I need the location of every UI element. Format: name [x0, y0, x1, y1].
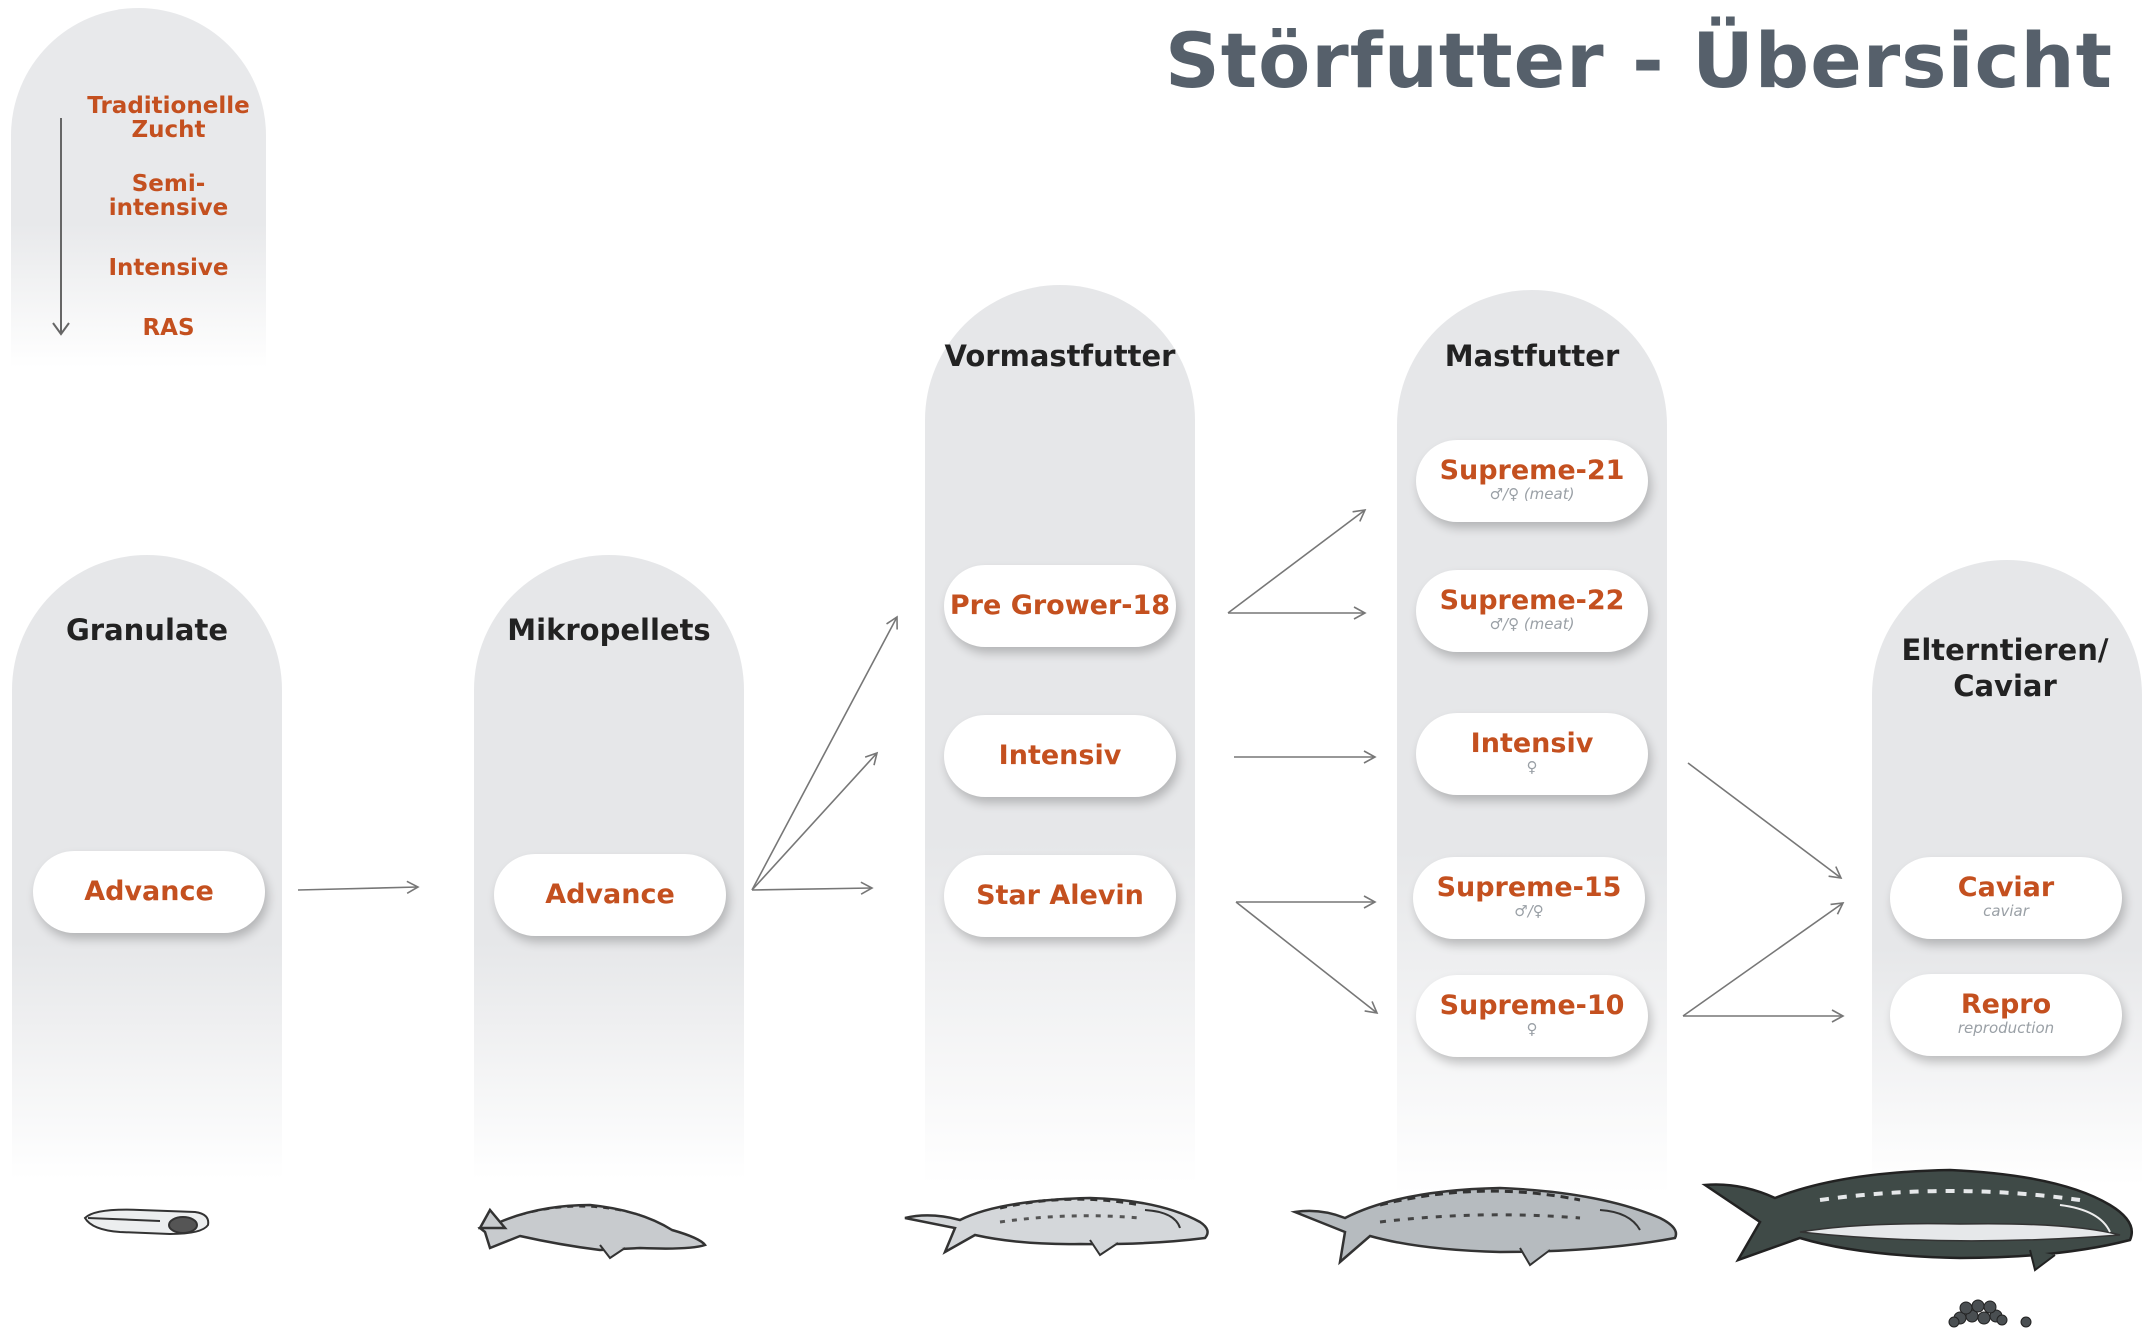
product-note: reproduction [1957, 1019, 2055, 1037]
product-note: ♀ [1526, 1020, 1538, 1038]
product-name: Supreme-22 [1439, 585, 1625, 616]
heading-granulate: Granulate [65, 613, 228, 647]
arrow [1687, 762, 1843, 880]
caviar-eggs-icon [1948, 1299, 2032, 1328]
legend-item-traditional: Traditionelle Zucht [87, 93, 250, 143]
adult-sturgeon-icon [1290, 1186, 1678, 1267]
product-name: Advance [84, 876, 214, 907]
arrow [1227, 508, 1367, 614]
product-pill[interactable]: Caviar caviar [1890, 857, 2122, 939]
legend-item-ras: RAS [142, 315, 195, 341]
legend-item-semi-intensive: Semi- intensive [108, 171, 229, 221]
product-pill[interactable]: Advance [494, 854, 726, 936]
product-pill[interactable]: Advance [33, 851, 265, 933]
product-note: ♂/♀ (meat) [1489, 615, 1575, 633]
young-sturgeon-icon [904, 1196, 1209, 1257]
arrow [1682, 902, 1845, 1017]
product-name: Repro [1960, 989, 2052, 1020]
product-note: ♂/♀ (meat) [1489, 485, 1575, 503]
heading-mastfutter: Mastfutter [1444, 339, 1620, 373]
page-title: Störfutter - Übersicht [1165, 16, 2113, 105]
product-note: caviar [1983, 902, 2029, 920]
heading-vormastfutter: Vormastfutter [944, 339, 1176, 373]
product-pill[interactable]: Repro reproduction [1890, 974, 2122, 1056]
product-name: Intensiv [998, 740, 1122, 771]
larva-fish-icon [83, 1208, 210, 1236]
product-pill[interactable]: Supreme-21 ♂/♀ (meat) [1416, 440, 1648, 522]
arrow [1235, 901, 1379, 1015]
product-note: ♀ [1526, 758, 1538, 776]
product-name: Supreme-10 [1439, 990, 1625, 1021]
product-name: Advance [545, 879, 675, 910]
product-note: ♂/♀ [1514, 902, 1544, 920]
product-pill[interactable]: Star Alevin [944, 855, 1176, 937]
product-name: Star Alevin [976, 880, 1144, 911]
heading-elterntieren: Elterntieren/ Caviar [1901, 633, 2109, 703]
product-name: Pre Grower-18 [949, 590, 1171, 621]
product-pill[interactable]: Intensiv [944, 715, 1176, 797]
arrow [297, 880, 420, 894]
legend-down-arrow-icon [52, 118, 70, 336]
legend-panel: Traditionelle Zucht Semi- intensive Inte… [11, 8, 266, 368]
product-name: Supreme-15 [1436, 872, 1622, 903]
product-pill[interactable]: Pre Grower-18 [944, 565, 1176, 647]
product-pill[interactable]: Supreme-10 ♀ [1416, 975, 1648, 1057]
heading-mikropellets: Mikropellets [507, 613, 711, 647]
juvenile-sturgeon-icon [477, 1203, 708, 1260]
arrow [751, 751, 879, 891]
product-name: Supreme-21 [1439, 455, 1625, 486]
product-pill[interactable]: Intensiv ♀ [1416, 713, 1648, 795]
product-pill[interactable]: Supreme-15 ♂/♀ [1413, 857, 1645, 939]
legend-item-intensive: Intensive [108, 255, 229, 281]
arrow [751, 615, 898, 891]
product-name: Intensiv [1470, 728, 1594, 759]
product-pill[interactable]: Supreme-22 ♂/♀ (meat) [1416, 570, 1648, 652]
broodstock-sturgeon-icon [1701, 1168, 2133, 1272]
arrow [751, 881, 874, 895]
product-name: Caviar [1957, 872, 2055, 903]
